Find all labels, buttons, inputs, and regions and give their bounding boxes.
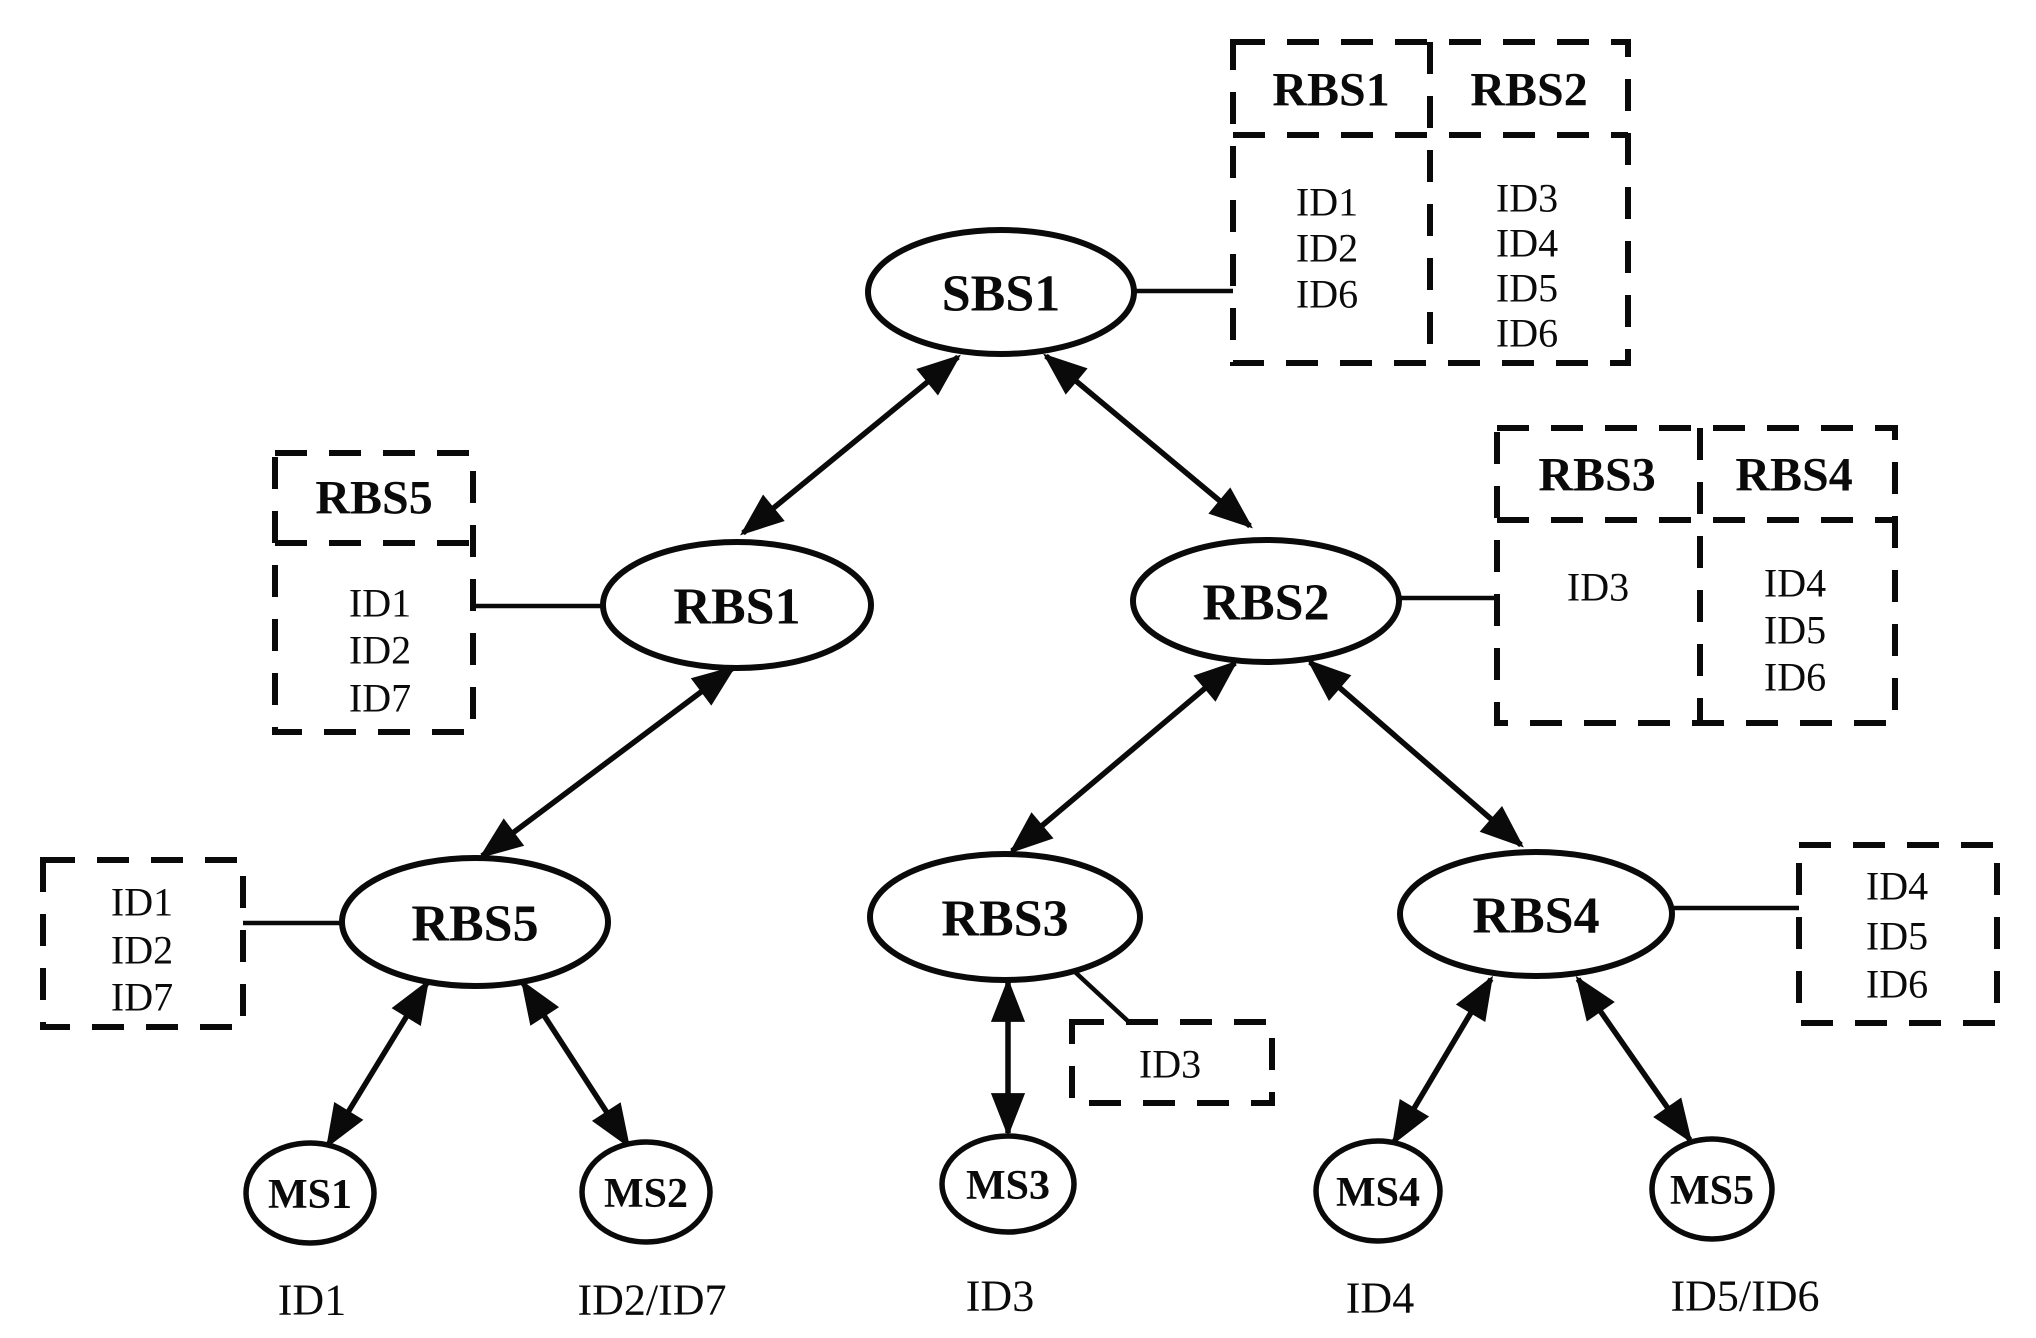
node-rbs4: RBS4 bbox=[1397, 849, 1675, 979]
ms4-label: MS4 bbox=[1336, 1170, 1420, 1216]
node-ms4: MS4 bbox=[1313, 1138, 1443, 1244]
node-rbs3: RBS3 bbox=[867, 851, 1143, 983]
rbs2-table-header-rbs4: RBS4 bbox=[1735, 449, 1852, 502]
ms-id-captions: ID1 ID2/ID7 ID3 ID4 ID5/ID6 bbox=[278, 1272, 1820, 1325]
rbs1-box-cell: ID2 bbox=[349, 628, 411, 673]
rbs5-label: RBS5 bbox=[411, 896, 538, 953]
rbs1-box-header: RBS5 bbox=[315, 472, 432, 525]
link-sbs1-rbs2 bbox=[1043, 353, 1253, 529]
ms4-ellipse bbox=[1313, 1138, 1443, 1244]
rbs2-table-cell: ID3 bbox=[1567, 565, 1629, 610]
rbs3-box-border bbox=[1069, 1019, 1275, 1106]
ms5-ellipse bbox=[1649, 1136, 1775, 1242]
rbs2-table-cell: ID5 bbox=[1764, 608, 1826, 653]
rbs4-box-cell: ID6 bbox=[1866, 962, 1928, 1007]
sbs1-table-header-rbs2: RBS2 bbox=[1470, 64, 1587, 117]
rbs4-box-border bbox=[1796, 842, 2000, 1026]
rbs5-ellipse bbox=[339, 855, 611, 989]
ms1-id-caption: ID1 bbox=[278, 1276, 346, 1325]
rbs2-ellipse bbox=[1130, 537, 1402, 665]
rbs5-box-cell: ID1 bbox=[111, 880, 173, 925]
ms4-id-caption: ID4 bbox=[1346, 1274, 1414, 1323]
rbs1-box-cell: ID1 bbox=[349, 581, 411, 626]
rbs3-label: RBS3 bbox=[941, 891, 1068, 948]
rbs1-mapping-box: RBS5 ID1 ID2 ID7 bbox=[272, 450, 476, 735]
link-rbs1-rbs5 bbox=[478, 665, 737, 859]
node-rbs2: RBS2 bbox=[1130, 537, 1402, 665]
links bbox=[325, 353, 1693, 1149]
ms1-label: MS1 bbox=[268, 1172, 352, 1218]
node-rbs5: RBS5 bbox=[339, 855, 611, 989]
node-ms3: MS3 bbox=[939, 1133, 1077, 1235]
rbs2-table-cell: ID6 bbox=[1764, 655, 1826, 700]
rbs5-id-box: ID1 ID2 ID7 bbox=[40, 857, 246, 1030]
link-rbs4-ms5 bbox=[1575, 975, 1693, 1144]
link-rbs2-rbs3 bbox=[1009, 660, 1238, 854]
link-rbs5-ms2 bbox=[520, 979, 631, 1149]
rbs4-box-cell: ID4 bbox=[1866, 864, 1928, 909]
node-sbs1: SBS1 bbox=[865, 227, 1137, 357]
rbs5-box-border bbox=[40, 857, 246, 1030]
node-ms5: MS5 bbox=[1649, 1136, 1775, 1242]
sbs1-table-cell: ID1 bbox=[1296, 180, 1358, 225]
sbs1-table-cell: ID5 bbox=[1496, 266, 1558, 311]
rbs2-table-border bbox=[1494, 425, 1898, 726]
ms3-label: MS3 bbox=[966, 1163, 1050, 1209]
ms5-id-caption: ID5/ID6 bbox=[1670, 1272, 1819, 1321]
sbs1-table-border bbox=[1230, 39, 1631, 366]
rbs4-ellipse bbox=[1397, 849, 1675, 979]
sbs1-table-cell: ID4 bbox=[1496, 221, 1558, 266]
ms2-ellipse bbox=[579, 1139, 713, 1245]
rbs4-id-box: ID4 ID5 ID6 bbox=[1796, 842, 2000, 1026]
rbs5-box-cell: ID7 bbox=[111, 975, 173, 1020]
rbs2-table-header-rbs3: RBS3 bbox=[1538, 449, 1655, 502]
sbs1-table-cell: ID6 bbox=[1296, 272, 1358, 317]
node-rbs1: RBS1 bbox=[600, 539, 874, 671]
ms2-id-caption: ID2/ID7 bbox=[577, 1276, 726, 1325]
rbs2-mapping-table: RBS3 RBS4 ID3 ID4 ID5 ID6 bbox=[1494, 425, 1898, 726]
sbs1-table-cell: ID3 bbox=[1496, 176, 1558, 221]
ms3-id-caption: ID3 bbox=[966, 1272, 1034, 1321]
rbs3-id-box: ID3 bbox=[1069, 1019, 1275, 1106]
rbs4-label: RBS4 bbox=[1472, 888, 1599, 945]
rbs2-label: RBS2 bbox=[1202, 575, 1329, 632]
sbs1-table-cell: ID6 bbox=[1496, 311, 1558, 356]
connector-rbs3-box bbox=[1073, 970, 1132, 1025]
node-ms1: MS1 bbox=[243, 1140, 377, 1246]
rbs3-box-cell: ID3 bbox=[1139, 1042, 1201, 1087]
sbs1-table-header-rbs1: RBS1 bbox=[1272, 64, 1389, 117]
node-ms2: MS2 bbox=[579, 1139, 713, 1245]
sbs1-label: SBS1 bbox=[942, 266, 1061, 323]
connectors bbox=[243, 288, 1799, 1025]
rbs1-box-border bbox=[272, 450, 476, 735]
ms2-label: MS2 bbox=[604, 1171, 688, 1217]
rbs1-box-cell: ID7 bbox=[349, 676, 411, 721]
rbs1-label: RBS1 bbox=[673, 579, 800, 636]
link-rbs4-ms4 bbox=[1391, 975, 1494, 1146]
rbs2-table-cell: ID4 bbox=[1764, 561, 1826, 606]
link-rbs5-ms1 bbox=[325, 979, 430, 1149]
rbs4-box-cell: ID5 bbox=[1866, 914, 1928, 959]
ms3-ellipse bbox=[939, 1133, 1077, 1235]
ms1-ellipse bbox=[243, 1140, 377, 1246]
ms5-label: MS5 bbox=[1670, 1168, 1754, 1214]
sbs1-mapping-table: RBS1 RBS2 ID1 ID2 ID6 ID3 ID4 ID5 ID6 bbox=[1230, 39, 1631, 366]
sbs1-ellipse bbox=[865, 227, 1137, 357]
rbs5-box-cell: ID2 bbox=[111, 928, 173, 973]
link-rbs2-rbs4 bbox=[1307, 659, 1524, 848]
rbs3-ellipse bbox=[867, 851, 1143, 983]
sbs1-table-cell: ID2 bbox=[1296, 226, 1358, 271]
link-sbs1-rbs1 bbox=[740, 354, 961, 536]
rbs1-ellipse bbox=[600, 539, 874, 671]
